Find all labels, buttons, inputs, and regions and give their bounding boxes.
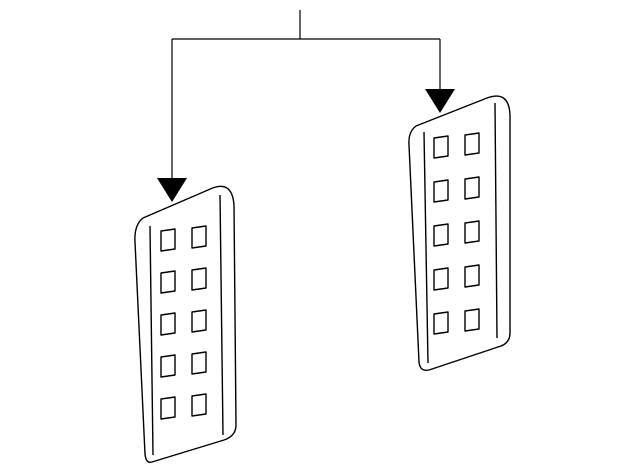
grip-block (160, 312, 176, 336)
left-pad-inner-rib (149, 225, 154, 456)
right-pad-grips (433, 132, 480, 335)
left-pedal-pad[interactable] (134, 185, 237, 464)
grip-block (433, 135, 449, 159)
grip-block (464, 176, 480, 200)
left-pad-inner-right-rib (219, 194, 224, 436)
right-pad-inner-right-rib (494, 102, 498, 339)
left-pad-grips (160, 225, 207, 420)
grip-block (160, 270, 176, 294)
grip-block (433, 311, 449, 335)
grip-block (433, 267, 449, 291)
grip-block (191, 393, 207, 417)
leader-lines (171, 10, 441, 178)
grip-block (191, 351, 207, 375)
grip-block (160, 354, 176, 378)
grip-block (464, 132, 480, 156)
grip-block (433, 223, 449, 247)
right-arrowhead (425, 89, 455, 113)
grip-block (160, 228, 176, 252)
right-pad-outline (408, 95, 511, 372)
grip-block (160, 396, 176, 420)
left-pad-outline (134, 185, 237, 464)
right-pad-inner-rib (423, 131, 429, 364)
grip-block (464, 220, 480, 244)
right-pedal-pad[interactable] (408, 95, 511, 372)
grip-block (191, 309, 207, 333)
grip-block (191, 225, 207, 249)
grip-block (464, 308, 480, 332)
left-arrowhead (157, 178, 187, 202)
grip-block (433, 179, 449, 203)
grip-block (464, 264, 480, 288)
grip-block (191, 267, 207, 291)
